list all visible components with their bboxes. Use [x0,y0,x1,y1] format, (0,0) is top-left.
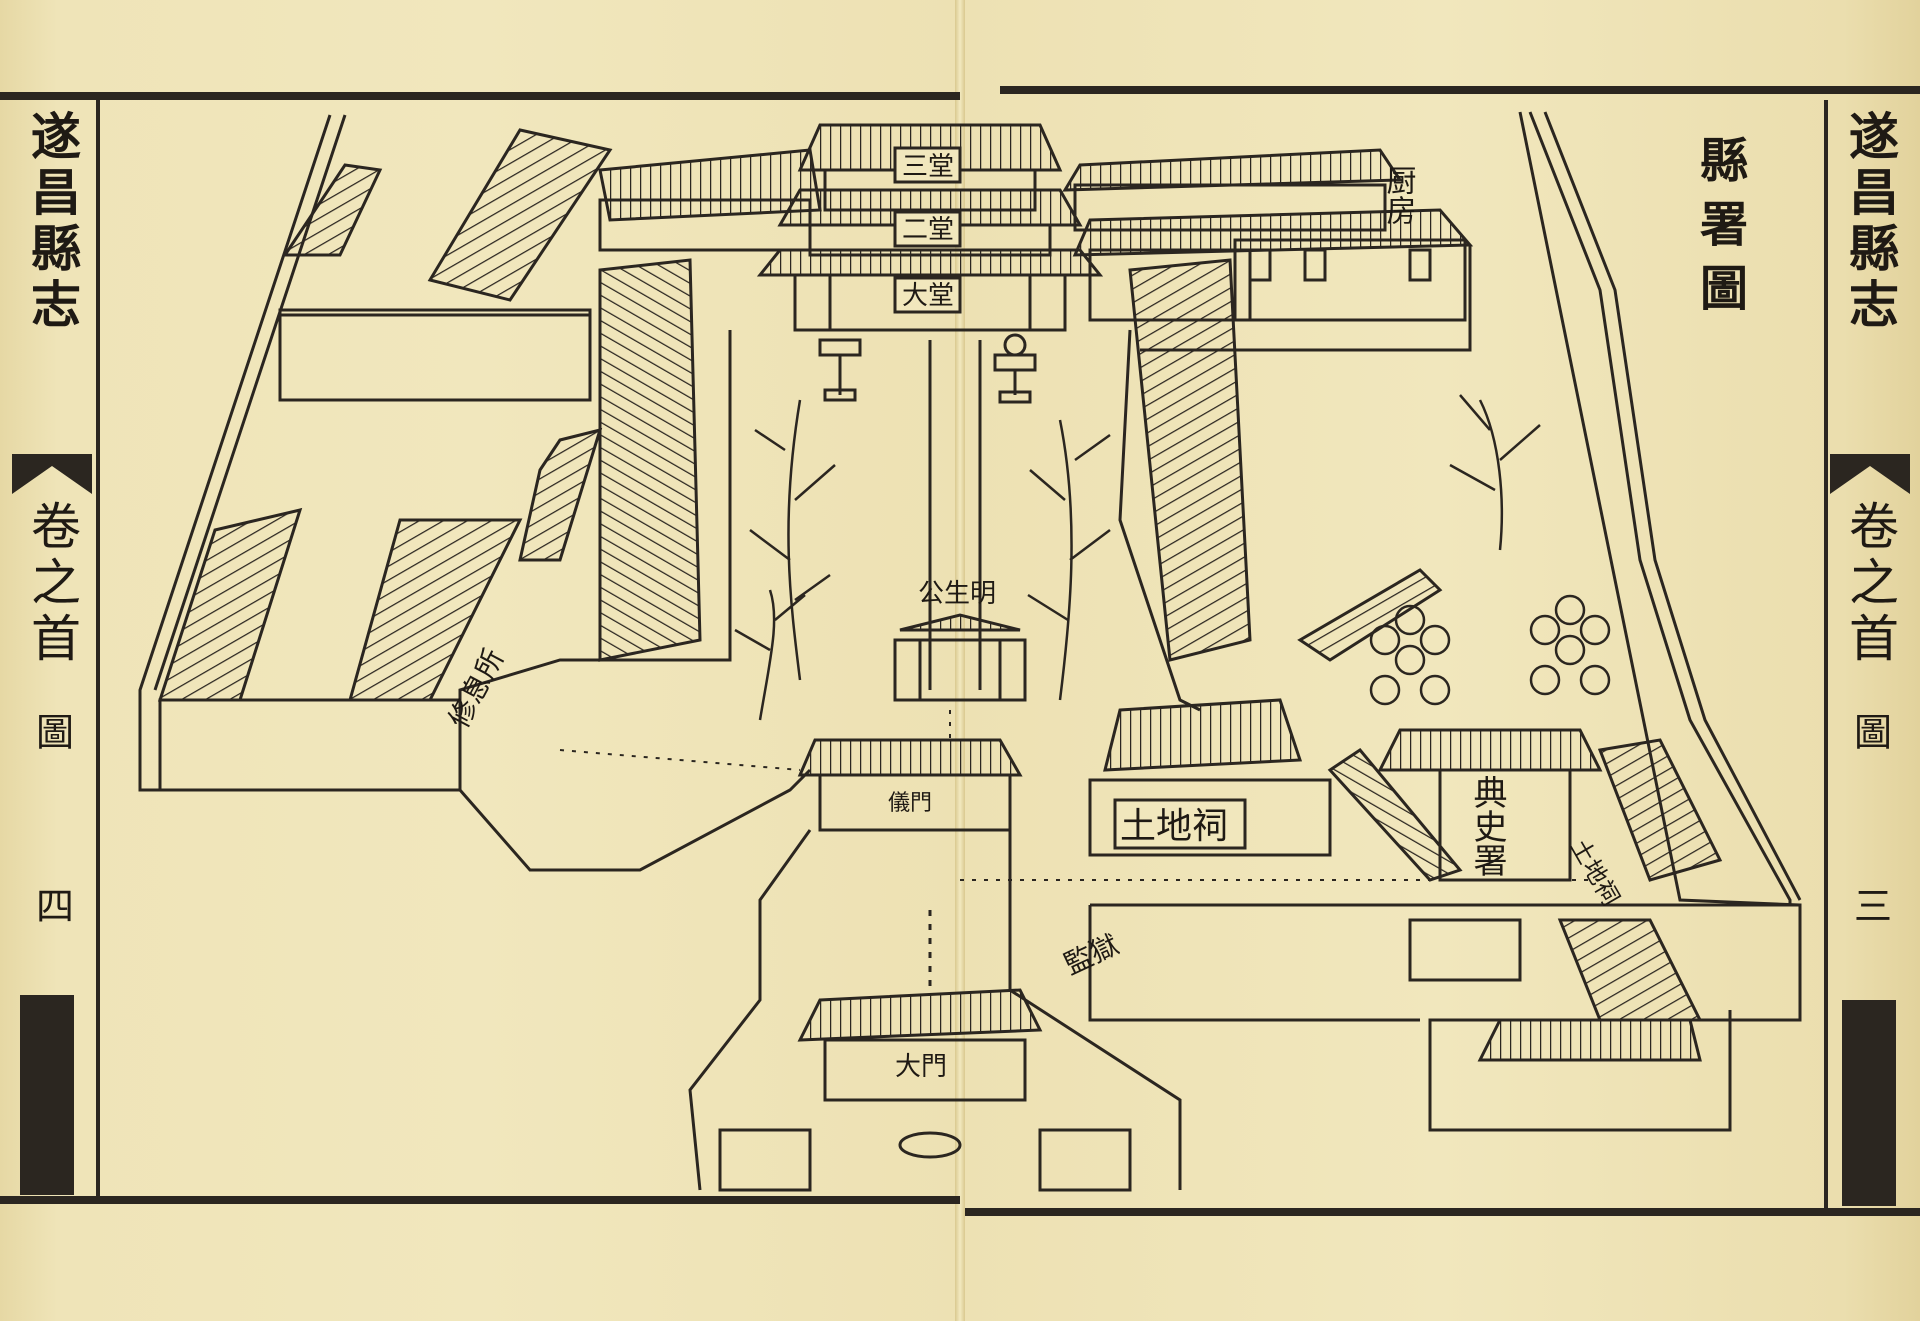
bottom-rule-right [965,1208,1920,1216]
label-ertang: 二堂 [902,215,954,245]
trees [734,394,1611,721]
dianshi-office [1297,568,1723,882]
plaque-tudici [1113,798,1247,850]
map-title: 縣署圖 [1691,135,1747,327]
left-margin-column: 遂昌縣志 卷之首 圖 四 [8,110,96,1190]
label-kitchen: 厨房 [1381,165,1417,225]
damen-gate [688,829,1182,1192]
volume-label-left: 卷之首 [23,500,81,668]
label-yimen: 儀門 [888,791,932,816]
black-block-left [20,995,74,1195]
plaque-santang [893,146,962,184]
paths [559,710,1600,881]
right-margin-column: 遂昌縣志 卷之首 圖 三 [1826,110,1914,1200]
page-number-left: 四 [29,886,74,930]
left-border-line [96,100,100,1196]
top-rule-left [0,92,960,100]
compound-wall [138,111,1802,907]
label-tudici-small: 土地祠 [1565,834,1625,910]
label-dianshishu: 典史署 [1467,775,1507,877]
northwest-quarters [278,128,822,402]
tudici-building [1088,698,1332,857]
prison-compound [1088,903,1802,1132]
label-damen: 大門 [895,1052,947,1082]
section-label-right: 圖 [1847,712,1892,756]
page-number-right: 三 [1847,886,1892,930]
book-title-right: 遂昌縣志 [1841,110,1900,334]
main-halls [756,123,1104,332]
courtyard [458,258,1252,872]
volume-label-right: 卷之首 [1841,500,1899,668]
label-gongshengming: 公生明 [918,579,996,609]
label-datang: 大堂 [902,281,954,311]
yimen-building [797,738,1023,832]
right-border-line [1824,100,1828,1208]
label-tudici: 土地祠 [1120,806,1228,847]
section-label-left: 圖 [29,712,74,756]
black-block-right [1842,1000,1896,1206]
plaque-ertang [893,210,962,248]
page-gutter [955,0,965,1321]
west-quarters [157,427,603,792]
top-rule-right [1000,86,1920,94]
bottom-rule-left [0,1196,960,1204]
gongshengming-gate [893,613,1027,702]
plaque-datang [893,276,962,314]
label-santang: 三堂 [902,152,954,182]
book-title-left: 遂昌縣志 [23,110,82,334]
